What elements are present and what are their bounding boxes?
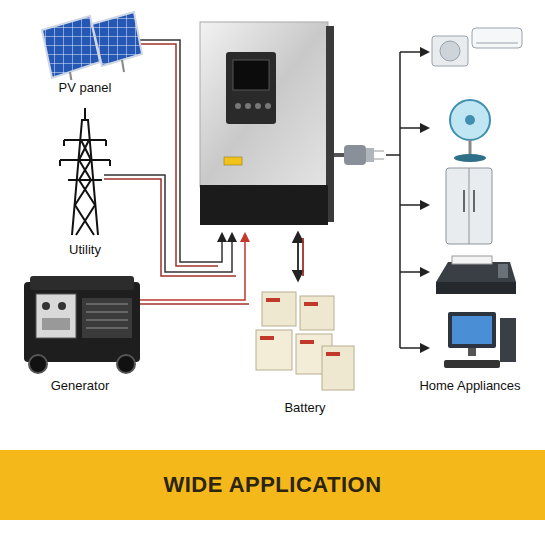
component-label: Battery — [281, 400, 328, 416]
component-label: Home Appliances — [416, 378, 523, 394]
component-name: Utility — [66, 242, 104, 258]
component-name: PV panel — [56, 80, 115, 96]
component-label: Utility — [66, 242, 104, 258]
fax-printer-icon — [436, 256, 516, 294]
caption-text: WIDE APPLICATION — [163, 472, 381, 498]
utility-tower-icon — [60, 108, 110, 235]
caption-banner — [0, 450, 545, 520]
component-label: PV panel — [56, 80, 115, 96]
plug-icon — [334, 145, 384, 165]
battery-icon — [256, 292, 354, 390]
battery-wire — [298, 233, 303, 280]
generator-icon — [24, 276, 140, 373]
refrigerator-icon — [446, 168, 492, 244]
component-label: Generator — [48, 378, 113, 394]
caption-band: WIDE APPLICATION — [0, 450, 545, 520]
pv-panel-icon — [42, 12, 142, 84]
fan-icon — [450, 100, 490, 162]
inverter-icon — [200, 22, 334, 225]
component-name: Home Appliances — [416, 378, 523, 394]
air-conditioner-icon — [432, 28, 522, 66]
component-name: Generator — [48, 378, 113, 394]
generator-wire — [140, 234, 249, 304]
computer-icon — [444, 312, 516, 368]
component-name: Battery — [281, 400, 328, 416]
distribution-arrows — [386, 52, 428, 348]
